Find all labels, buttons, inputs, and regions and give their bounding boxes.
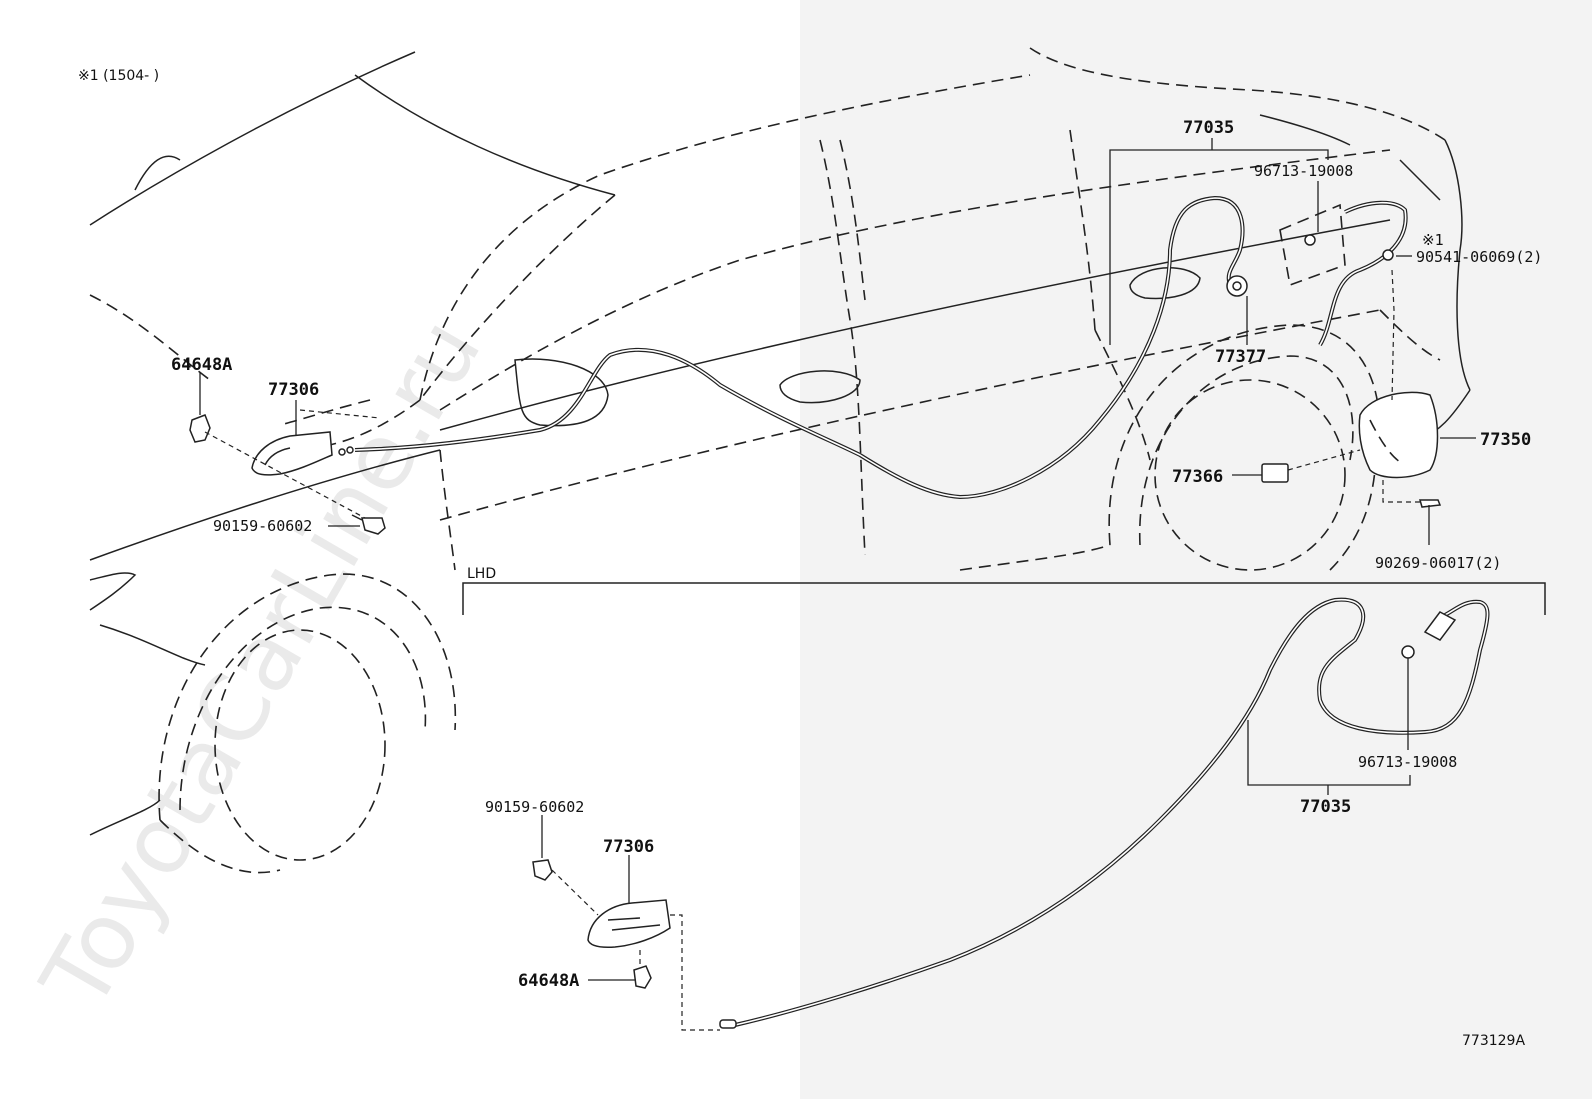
footnote-date-range: ※1 (1504- ) bbox=[78, 68, 159, 84]
part-90269-shape bbox=[1419, 499, 1442, 508]
label-77035-top: 77035 bbox=[1183, 118, 1234, 138]
label-77306-lhd: 77306 bbox=[603, 837, 654, 857]
lhd-bracket bbox=[462, 582, 1546, 615]
part-77366-shape bbox=[1261, 463, 1289, 483]
part-77377-shape bbox=[1226, 275, 1248, 297]
part-90541-shape bbox=[1382, 249, 1394, 261]
label-64648a-top: 64648A bbox=[171, 355, 232, 375]
part-64648a-lhd-shape bbox=[633, 965, 652, 989]
part-90159-top-shape bbox=[351, 514, 386, 535]
label-96713-19008-lhd: 96713-19008 bbox=[1358, 753, 1457, 771]
label-77350: 77350 bbox=[1480, 430, 1531, 450]
label-90541-06069: 90541-06069(2) bbox=[1416, 248, 1542, 266]
part-96713-lhd-shape bbox=[1401, 645, 1415, 659]
label-lhd: LHD bbox=[467, 566, 496, 582]
label-77035-lhd: 77035 bbox=[1300, 797, 1351, 817]
label-90159-60602-lhd: 90159-60602 bbox=[485, 798, 584, 816]
rear-car-outline bbox=[779, 47, 1471, 571]
diagram-id: 773129A bbox=[1462, 1033, 1525, 1049]
part-77306-lhd-shape bbox=[587, 899, 671, 948]
label-64648a-lhd: 64648A bbox=[518, 971, 579, 991]
label-77377: 77377 bbox=[1215, 347, 1266, 367]
shaded-panel bbox=[800, 0, 1592, 1099]
front-car-outline bbox=[89, 51, 1391, 874]
part-96713-top-shape bbox=[1304, 234, 1316, 246]
part-90159-lhd-shape bbox=[532, 859, 553, 881]
part-64648a-top-shape bbox=[189, 414, 211, 443]
watermark: ToyotaCarLine.ru bbox=[21, 301, 502, 1027]
label-note-mark: ※1 bbox=[1422, 231, 1444, 249]
lhd-release-cable bbox=[719, 597, 1490, 1029]
leader-lines bbox=[199, 138, 1476, 981]
part-77306-top-shape bbox=[251, 431, 333, 476]
label-77306-top: 77306 bbox=[268, 380, 319, 400]
label-90269-06017: 90269-06017(2) bbox=[1375, 554, 1501, 572]
label-77366: 77366 bbox=[1172, 467, 1223, 487]
label-96713-19008-top: 96713-19008 bbox=[1254, 162, 1353, 180]
part-77350-shape bbox=[1358, 391, 1439, 479]
alignment-dashes bbox=[204, 269, 1420, 1031]
label-90159-60602-top: 90159-60602 bbox=[213, 517, 312, 535]
